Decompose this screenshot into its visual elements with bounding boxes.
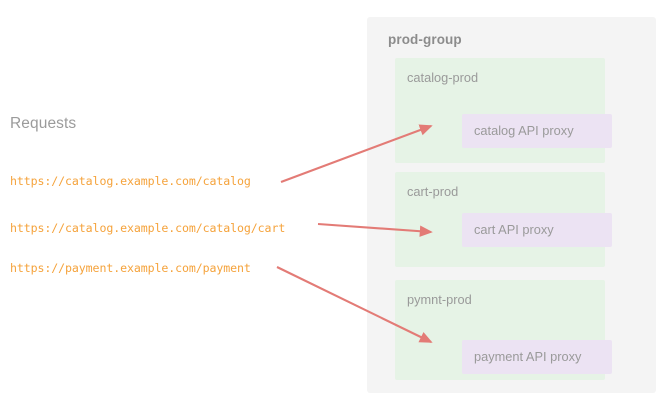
request-url-catalog: https://catalog.example.com/catalog — [10, 174, 251, 188]
proxy-label: cart API proxy — [474, 222, 554, 237]
request-url-catalog-cart: https://catalog.example.com/catalog/cart — [10, 221, 286, 235]
environment-pymnt-prod: pymnt-prod payment API proxy — [395, 280, 612, 380]
environment-label: pymnt-prod — [407, 292, 472, 307]
proxy-label: payment API proxy — [474, 349, 582, 364]
proxy-cart-api: cart API proxy — [462, 213, 612, 247]
prod-group-title: prod-group — [388, 32, 462, 47]
prod-group-panel: prod-group catalog-prod catalog API prox… — [367, 17, 656, 393]
requests-heading: Requests — [10, 115, 77, 132]
environment-label: cart-prod — [407, 184, 459, 199]
environment-cart-prod: cart-prod cart API proxy — [395, 172, 612, 267]
proxy-catalog-api: catalog API proxy — [462, 114, 612, 148]
proxy-payment-api: payment API proxy — [462, 340, 612, 374]
request-url-payment: https://payment.example.com/payment — [10, 261, 251, 275]
proxy-label: catalog API proxy — [474, 123, 574, 138]
environment-catalog-prod: catalog-prod catalog API proxy — [395, 58, 612, 163]
environment-label: catalog-prod — [407, 70, 479, 85]
